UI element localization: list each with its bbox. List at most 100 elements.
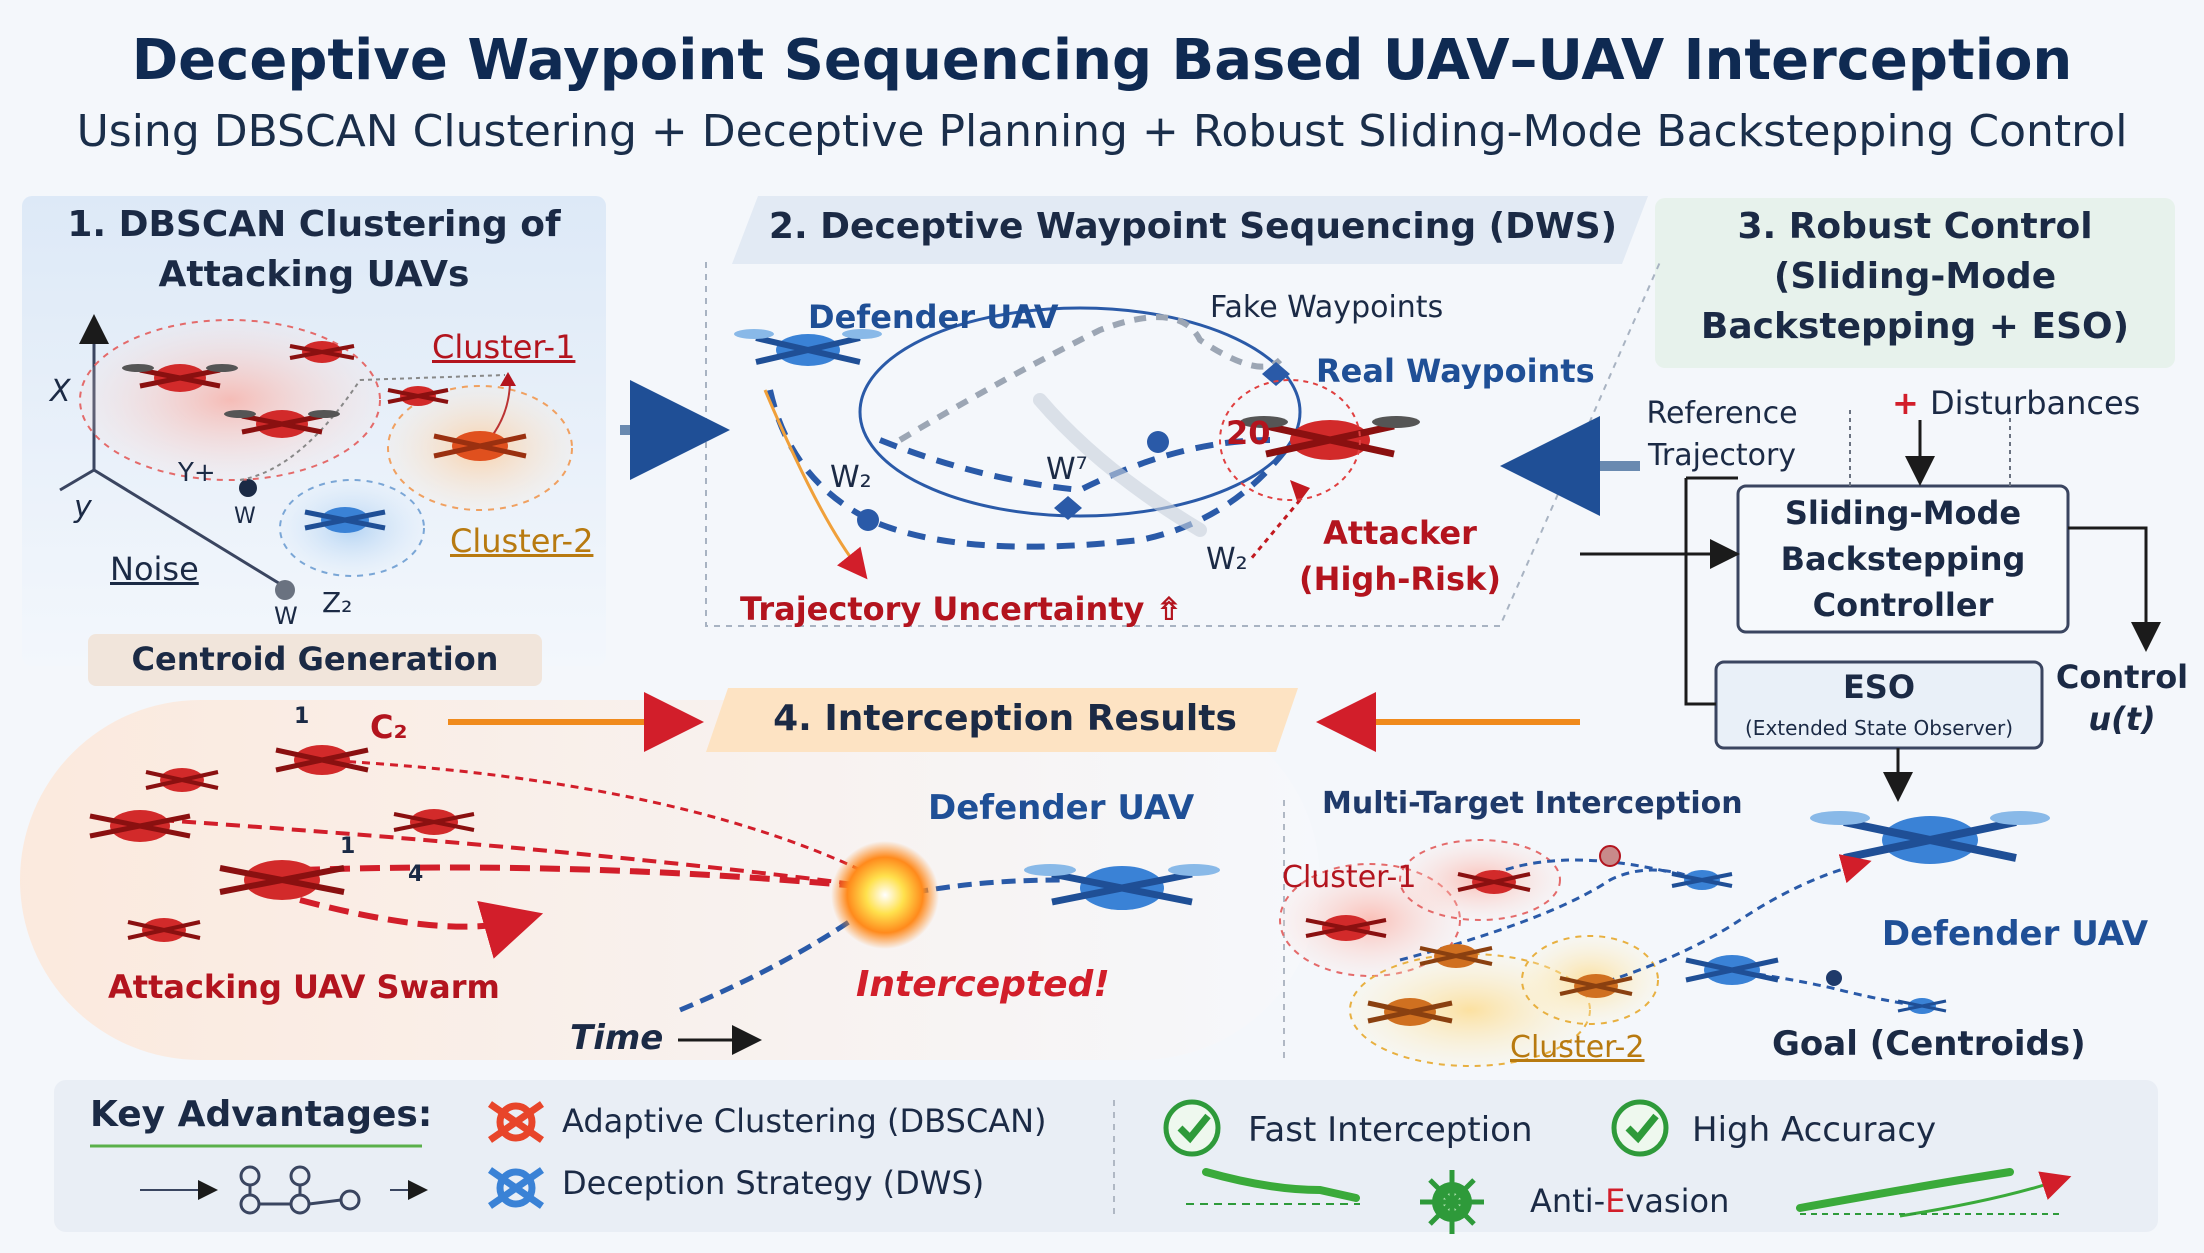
- multi-target-label: Multi-Target Interception: [1322, 786, 1743, 821]
- panel4-header-ribbon: [706, 688, 1298, 752]
- control-label-line1: Control: [2055, 658, 2189, 696]
- disturbances-label: Disturbances: [1930, 384, 2141, 422]
- defender-label: Defender UAV: [1881, 914, 2149, 954]
- orbit-path: [858, 306, 1302, 518]
- disturbance-plus-icon: +: [1892, 384, 1919, 422]
- feedback-line: [1684, 478, 1716, 706]
- defender-drone-icon: [1671, 870, 1733, 890]
- cluster2-label: Cluster-2: [1510, 1030, 1645, 1065]
- attack-trajectory: [159, 818, 901, 892]
- advantage-deception-strategy: Deception Strategy (DWS): [562, 1164, 985, 1202]
- panel4-background: [20, 700, 1320, 1060]
- axis-y-label: y: [74, 490, 92, 525]
- axis-y-line: [59, 468, 95, 492]
- noise-point: [275, 580, 295, 600]
- drone-icon: [1457, 870, 1531, 894]
- c2-label: C₂: [370, 708, 408, 746]
- deception-icon: [488, 1167, 544, 1209]
- panel1-title-line1: 1. DBSCAN Clustering of: [67, 204, 561, 245]
- green-path-icon: [1186, 1168, 1360, 1205]
- eso-label: ESO: [1842, 668, 1916, 706]
- controller-label-line2: Backstepping: [1780, 540, 2026, 578]
- drone-icon: [387, 386, 449, 406]
- waypoint-marker: [1147, 431, 1169, 453]
- cluster1-region: [79, 319, 381, 481]
- panel2-header-ribbon: [732, 196, 1648, 264]
- cluster-link: [239, 374, 506, 481]
- drone-icon: [122, 364, 238, 392]
- attacker-label-line2: (High-Risk): [1299, 560, 1501, 598]
- attacker-guide: [1248, 499, 1302, 561]
- advantage-adaptive-clustering: Adaptive Clustering (DBSCAN): [562, 1102, 1047, 1140]
- multi-target-path: [1579, 854, 1872, 992]
- waypoint-label: W₂: [1206, 542, 1248, 577]
- axis-z-label: Z₂: [322, 586, 353, 619]
- cluster1-label: Cluster-1: [1282, 860, 1417, 895]
- panel2-title: 2. Deceptive Waypoint Sequencing (DWS): [768, 206, 1618, 247]
- page-subtitle: Using DBSCAN Clustering + Deceptive Plan…: [76, 106, 2128, 157]
- waypoint-label: W⁷: [1046, 452, 1088, 487]
- reference-label-line2: Trajectory: [1647, 438, 1797, 473]
- network-graph-icon: [239, 1165, 361, 1215]
- defender-drone-icon: [1024, 864, 1220, 910]
- panel4-title: 4. Interception Results: [773, 698, 1237, 739]
- defender-drone-icon: [1685, 955, 1779, 985]
- swarm-index-label: 1: [294, 704, 310, 729]
- drone-icon: [393, 809, 475, 835]
- swarm-label: Attacking UAV Swarm: [108, 968, 500, 1006]
- cluster-point: [239, 479, 257, 497]
- attacker-trail: [1033, 393, 1207, 537]
- defender-drone-icon: [1897, 998, 1947, 1014]
- interception-blast-icon: [831, 841, 939, 949]
- controller-label-line3: Controller: [1812, 586, 1994, 624]
- drone-icon: [1305, 915, 1387, 941]
- uncertainty-arc: [763, 389, 868, 580]
- panel3-title-line3: Backstepping + ESO): [1700, 306, 2130, 347]
- defender-label: Defender UAV: [928, 788, 1195, 828]
- goal-centroid-marker: [1826, 970, 1842, 986]
- advantage-anti-evasion: Anti-Evasion: [1530, 1182, 1729, 1220]
- goal-centroids-label: Goal (Centroids): [1772, 1024, 2086, 1064]
- real-waypoints-label: Real Waypoints: [1316, 352, 1595, 390]
- marker-w-label: W: [274, 602, 298, 630]
- controller-label-line1: Sliding-Mode: [1784, 494, 2022, 532]
- attacker-risk-zone: [1219, 379, 1361, 501]
- anti-evasion-highlight: E: [1605, 1182, 1626, 1220]
- control-output-arrow: [2068, 526, 2161, 652]
- waypoint-label: W₂: [830, 460, 872, 495]
- drone-icon: [219, 860, 345, 900]
- cluster2-label: Cluster-2: [450, 522, 594, 560]
- noise-label: Noise: [110, 550, 199, 588]
- drone-icon: [275, 745, 369, 775]
- multi-target-path: [1399, 868, 1701, 962]
- panel1-title-line2: Attacking UAVs: [158, 254, 470, 295]
- swarm-index-label: 1: [340, 834, 356, 859]
- drone-icon: [289, 341, 355, 363]
- axis-x-label: X: [50, 374, 71, 409]
- centroid-pill: [88, 634, 542, 686]
- drone-icon: [224, 410, 340, 438]
- drone-icon: [145, 768, 219, 792]
- defender-label: Defender UAV: [808, 298, 1059, 336]
- defender-drone-icon: [1810, 811, 2050, 864]
- fake-waypoints-label: Fake Waypoints: [1210, 290, 1444, 325]
- real-waypoint-path: [767, 389, 1303, 550]
- swarm-index-label: 4: [408, 862, 424, 887]
- drone-icon: [1367, 998, 1453, 1026]
- control-label-line2: u(t): [2088, 700, 2156, 738]
- waypoint-marker: [1054, 496, 1082, 520]
- marker-w-label: W: [234, 504, 256, 529]
- eso-sublabel: (Extended State Observer): [1745, 716, 2013, 740]
- time-label: Time: [570, 1018, 664, 1058]
- cluster1-label: Cluster-1: [432, 328, 576, 366]
- drone-icon: [433, 431, 527, 461]
- advantages-heading: Key Advantages:: [90, 1094, 433, 1135]
- drone-icon: [89, 810, 191, 842]
- drone-icon: [1419, 944, 1493, 968]
- attacker-drone-icon: [1240, 416, 1420, 460]
- virus-shield-icon: [1420, 1170, 1484, 1234]
- target-marker-icon: [1599, 845, 1621, 867]
- attack-trajectory: [299, 897, 544, 959]
